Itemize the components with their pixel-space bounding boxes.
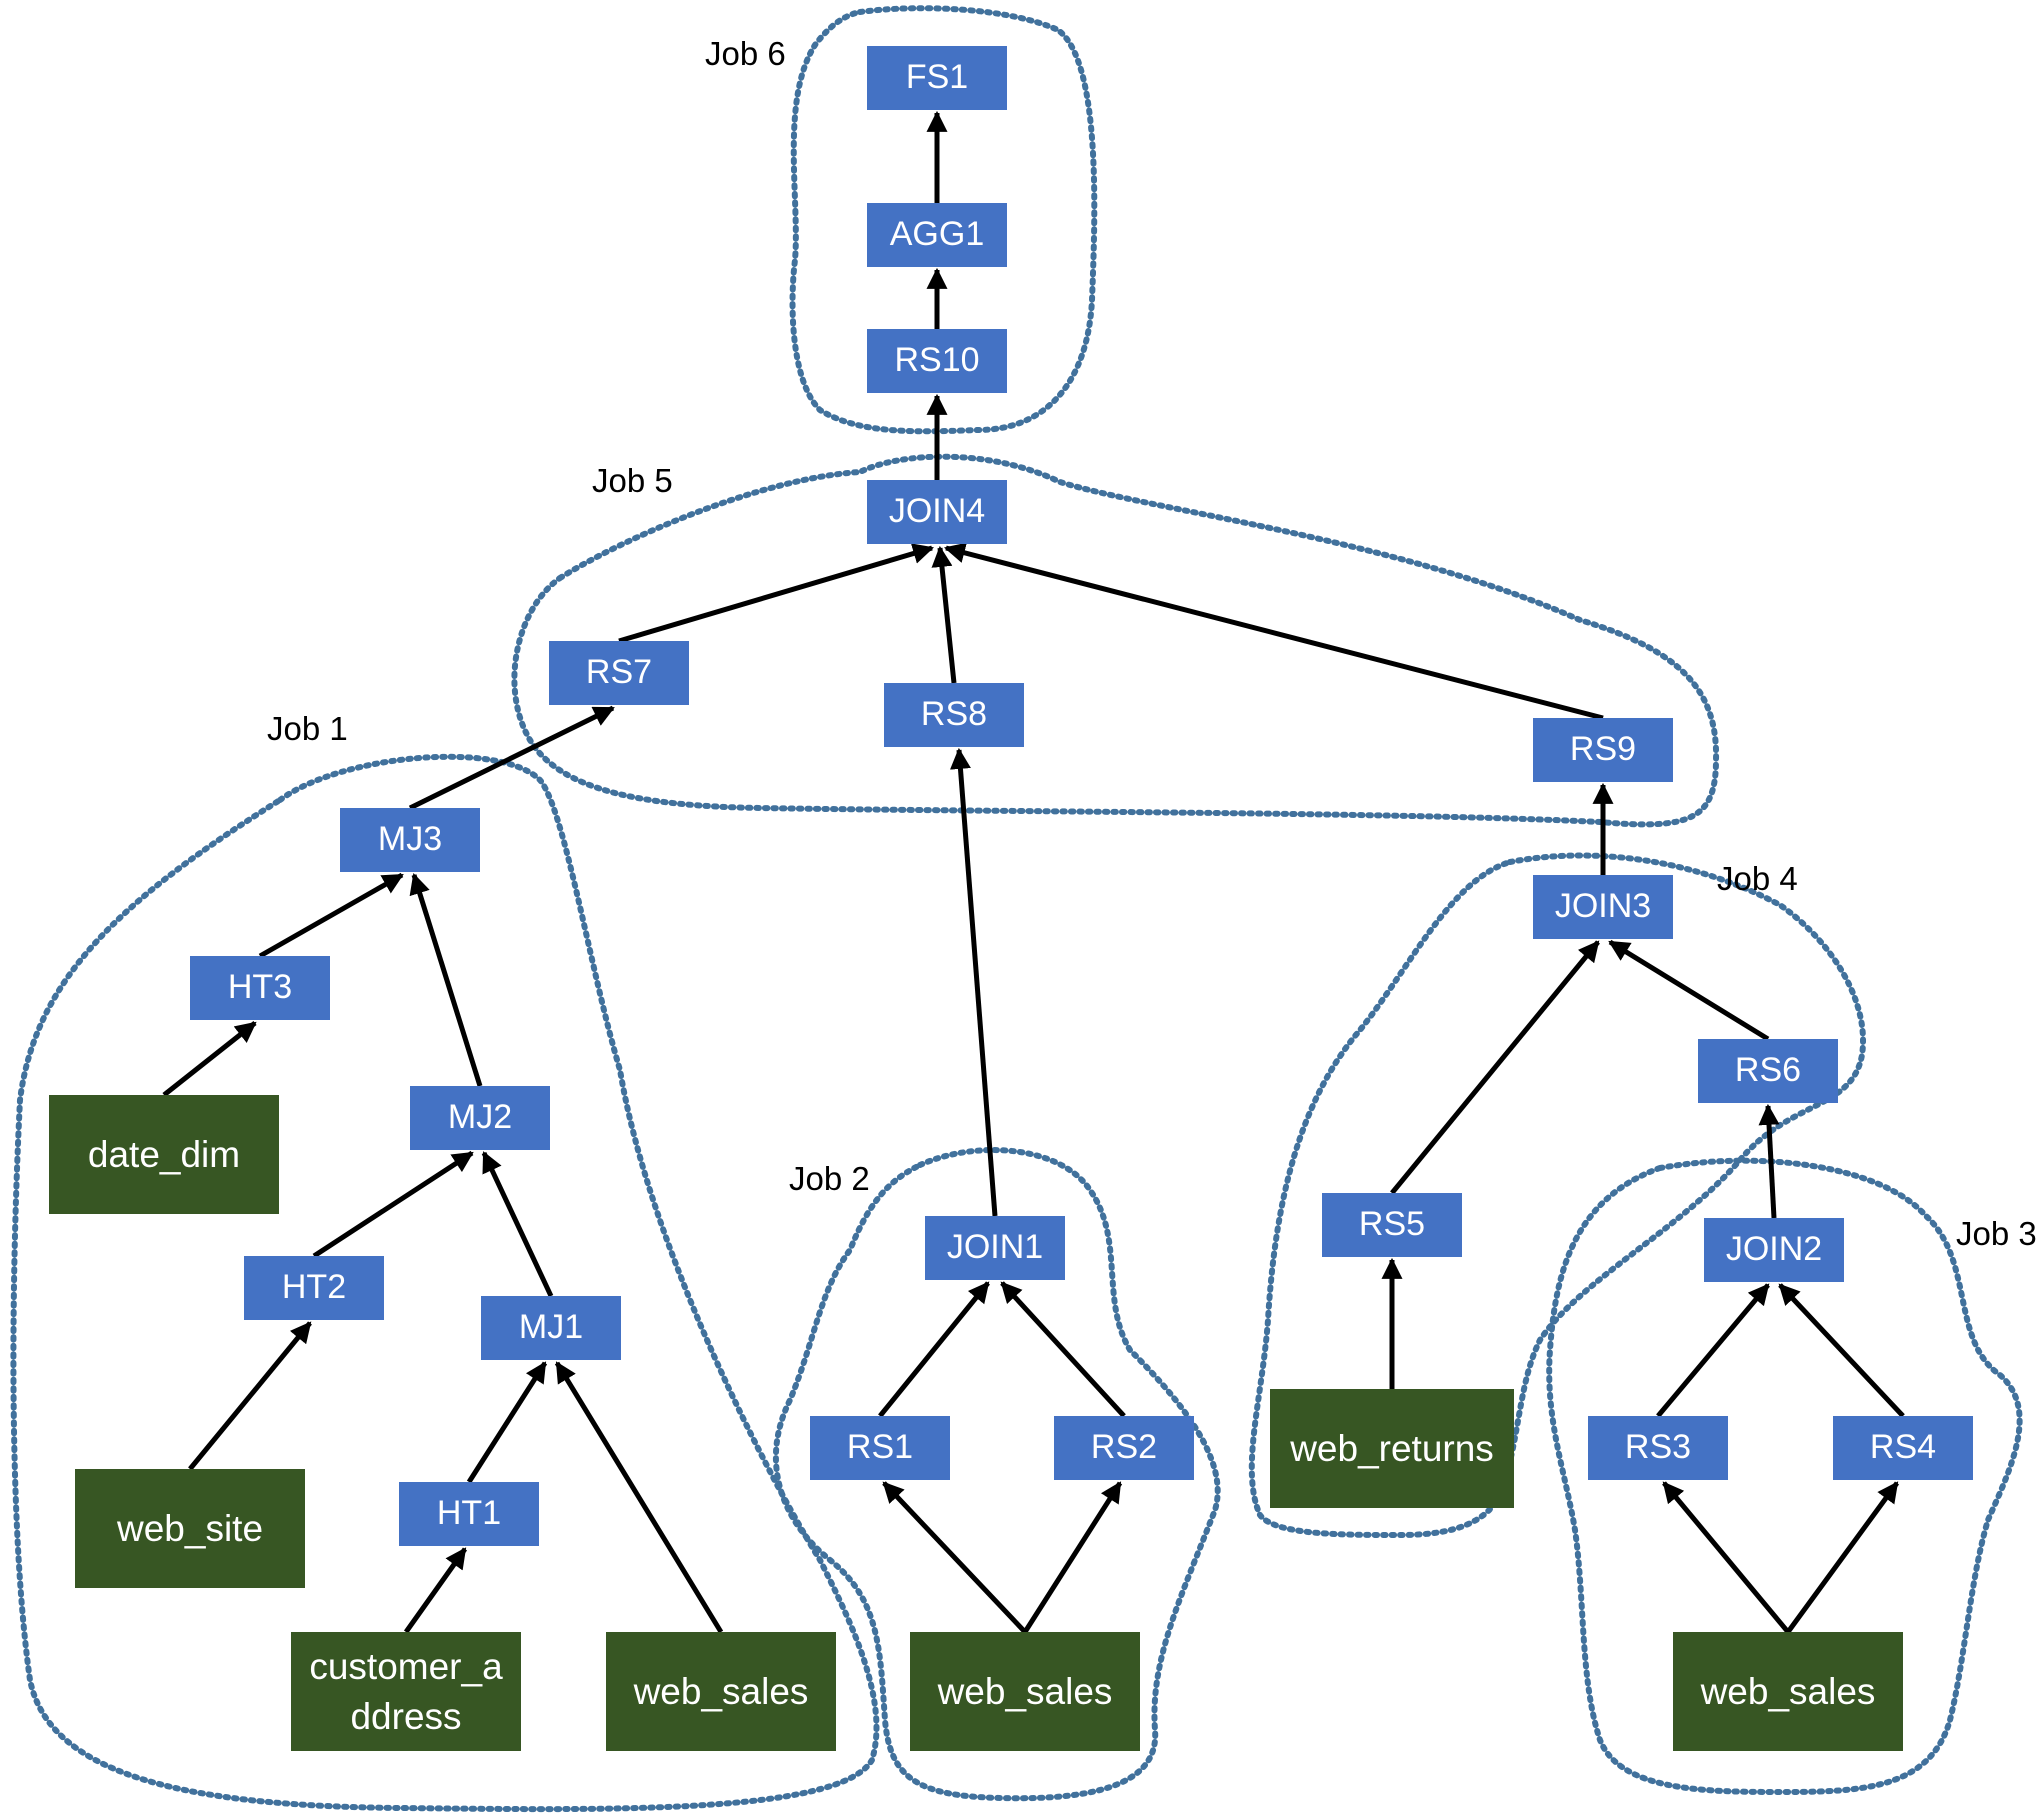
- node-label: RS9: [1569, 730, 1637, 769]
- operator-node-fs1: FS1: [867, 46, 1007, 110]
- operator-node-rs10: RS10: [867, 329, 1007, 393]
- table-node-customer-address: customer_a ddress: [291, 1632, 521, 1751]
- job1-outline: [10, 753, 880, 1813]
- node-label: RS7: [585, 653, 653, 692]
- operator-node-rs5: RS5: [1322, 1193, 1462, 1257]
- node-label: RS6: [1734, 1051, 1802, 1090]
- node-label: web_returns: [1290, 1427, 1494, 1469]
- edge-RS4-to-JOIN2: [1778, 1283, 1905, 1418]
- node-label: customer_a ddress: [309, 1645, 503, 1737]
- operator-node-rs2: RS2: [1054, 1416, 1194, 1480]
- edge-HT3-to-MJ3: [258, 872, 404, 959]
- node-label: web_sales: [1700, 1670, 1876, 1712]
- table-node-web-sales-2: web_sales: [910, 1632, 1140, 1751]
- edge-RS9-to-JOIN4: [943, 542, 1604, 721]
- job2-outline: [773, 1147, 1221, 1802]
- edge-HT1-to-MJ1: [466, 1361, 548, 1484]
- operator-node-mj3: MJ3: [340, 808, 480, 872]
- edge-MJ2-to-MJ3: [409, 872, 483, 1087]
- edge-RS7-to-JOIN4: [618, 543, 935, 644]
- edge-JOIN1-to-RS8: [949, 747, 998, 1217]
- table-node-date-dim: date_dim: [49, 1095, 279, 1214]
- job6-outline: [789, 5, 1098, 435]
- table-node-web-site: web_site: [75, 1469, 305, 1588]
- table-node-web-sales-1: web_sales: [606, 1632, 836, 1751]
- node-label: RS8: [920, 695, 988, 734]
- table-node-web-sales-3: web_sales: [1673, 1632, 1903, 1751]
- operator-node-join2: JOIN2: [1704, 1218, 1844, 1282]
- job1-label: Job 1: [267, 710, 348, 747]
- edges: [162, 110, 1905, 1634]
- node-label: RS10: [894, 341, 980, 380]
- edge-web_sales_2-to-RS2: [1022, 1481, 1123, 1634]
- operator-node-rs8: RS8: [884, 683, 1024, 747]
- node-label: RS2: [1090, 1428, 1158, 1467]
- node-label: RS5: [1358, 1205, 1426, 1244]
- operator-node-rs4: RS4: [1833, 1416, 1973, 1480]
- edge-RS8-to-JOIN4: [931, 545, 957, 684]
- table-node-web-returns: web_returns: [1270, 1389, 1514, 1508]
- node-label: JOIN2: [1725, 1230, 1823, 1269]
- edge-RS1-to-JOIN1: [878, 1281, 990, 1418]
- node-label: JOIN1: [946, 1228, 1044, 1267]
- node-label: HT1: [436, 1494, 502, 1533]
- operator-node-join1: JOIN1: [925, 1216, 1065, 1280]
- operator-node-join3: JOIN3: [1533, 875, 1673, 939]
- edge-web_sales_3-to-RS4: [1785, 1481, 1900, 1634]
- node-label: HT3: [227, 968, 293, 1007]
- job-outlines: [10, 5, 2023, 1813]
- node-label: web_sales: [937, 1670, 1113, 1712]
- node-label: web_site: [116, 1507, 264, 1549]
- edge-RS6-to-JOIN3: [1608, 939, 1770, 1042]
- edge-RS5-to-JOIN3: [1390, 940, 1600, 1195]
- edge-customer_address-to-HT1: [403, 1547, 468, 1634]
- operator-node-agg1: AGG1: [867, 203, 1007, 267]
- job4-label: Job 4: [1717, 860, 1798, 897]
- operator-node-mj1: MJ1: [481, 1296, 621, 1360]
- operator-node-rs6: RS6: [1698, 1039, 1838, 1103]
- job2-label: Job 2: [789, 1160, 870, 1197]
- node-label: RS1: [846, 1428, 914, 1467]
- edge-RS3-to-JOIN2: [1656, 1283, 1770, 1418]
- edge-MJ1-to-MJ2: [481, 1151, 554, 1298]
- node-label: FS1: [905, 58, 969, 97]
- job5-outline: [511, 453, 1720, 828]
- node-label: JOIN4: [888, 492, 986, 531]
- operator-node-ht2: HT2: [244, 1256, 384, 1320]
- edge-HT2-to-MJ2: [312, 1150, 474, 1259]
- node-label: date_dim: [87, 1133, 241, 1175]
- node-label: RS4: [1869, 1428, 1937, 1467]
- job6-label: Job 6: [705, 35, 786, 72]
- edge-RS2-to-JOIN1: [1000, 1281, 1126, 1418]
- edge-web_sales_1-to-MJ1: [554, 1361, 724, 1634]
- node-label: JOIN3: [1554, 887, 1652, 926]
- operator-node-ht3: HT3: [190, 956, 330, 1020]
- node-label: MJ3: [377, 820, 443, 859]
- operator-node-join4: JOIN4: [867, 480, 1007, 544]
- operator-node-ht1: HT1: [399, 1482, 539, 1546]
- operator-node-rs1: RS1: [810, 1416, 950, 1480]
- edge-MJ3-to-RS7: [408, 705, 615, 811]
- node-label: web_sales: [633, 1670, 809, 1712]
- job3-label: Job 3: [1956, 1215, 2037, 1252]
- edge-web_site-to-HT2: [188, 1321, 312, 1471]
- operator-node-rs7: RS7: [549, 641, 689, 705]
- operator-node-rs9: RS9: [1533, 718, 1673, 782]
- node-label: HT2: [281, 1268, 347, 1307]
- operator-node-mj2: MJ2: [410, 1086, 550, 1150]
- edge-web_sales_3-to-RS3: [1662, 1481, 1790, 1634]
- edge-JOIN2-to-RS6: [1758, 1103, 1780, 1219]
- job5-label: Job 5: [592, 462, 673, 499]
- node-label: MJ1: [518, 1308, 584, 1347]
- operator-node-rs3: RS3: [1588, 1416, 1728, 1480]
- job3-outline: [1546, 1157, 2023, 1796]
- edge-web_sales_2-to-RS1: [882, 1481, 1027, 1634]
- node-label: RS3: [1624, 1428, 1692, 1467]
- node-label: MJ2: [447, 1098, 513, 1137]
- node-label: AGG1: [889, 215, 985, 254]
- edge-date_dim-to-HT3: [162, 1021, 257, 1097]
